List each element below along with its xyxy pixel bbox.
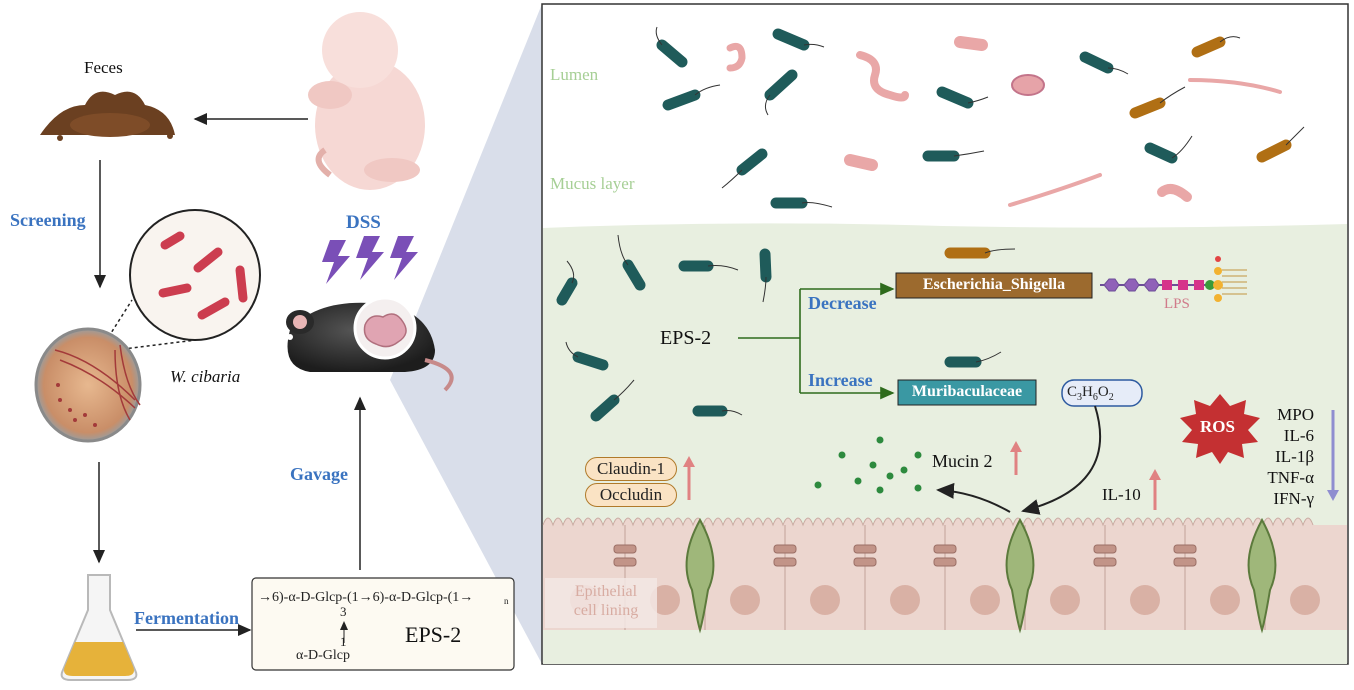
fetus-illustration [308, 12, 425, 190]
decrease-label: Decrease [808, 293, 877, 313]
lps-icon [1100, 256, 1247, 302]
mucin-label: Mucin 2 [932, 451, 993, 471]
epithelial-label-line2: cell lining [573, 602, 639, 619]
branch-unit: α-D-Glcp [296, 648, 350, 663]
il10-label: IL-10 [1102, 485, 1141, 504]
mucosal-bacteria [556, 248, 982, 422]
eps-label: EPS-2 [660, 327, 712, 349]
cytokine-tnfa: TNF-α [1267, 468, 1314, 487]
structure-subscript: n [504, 596, 509, 606]
epithelial-label-line1: Epithelial [574, 583, 638, 600]
branch-number-top: 3 [340, 604, 347, 619]
epithelial-label-bg [545, 578, 657, 628]
claudin-pill: Claudin-1 [585, 457, 677, 481]
mucus-label: Mucus layer [550, 174, 635, 193]
feces-illustration [40, 91, 175, 141]
gavage-label: Gavage [290, 464, 348, 484]
cytokine-il6: IL-6 [1283, 426, 1314, 445]
down-arrow [1327, 410, 1339, 501]
branch-number-bottom: 1 [340, 634, 347, 649]
dss-lightning [322, 236, 418, 284]
increase-label: Increase [808, 370, 873, 390]
feces-label: Feces [84, 58, 123, 77]
lps-label: LPS [1164, 296, 1190, 312]
muribaculaceae-label: Muribaculaceae [911, 383, 1023, 400]
dss-label: DSS [346, 212, 381, 233]
occludin-pill: Occludin [585, 483, 677, 507]
zoom-wedge [390, 4, 542, 664]
structure-box [251, 577, 515, 671]
flagella [655, 26, 1305, 208]
cytokine-mpo: MPO [1277, 405, 1314, 424]
mouse-illustration [286, 296, 454, 392]
tight-junctions [613, 544, 1197, 567]
lumen-label: Lumen [550, 65, 599, 84]
cytokine-list: MPO IL-6 IL-1β TNF-α IFN-γ [1262, 404, 1314, 509]
goblet-cells [685, 517, 1277, 634]
screening-label: Screening [10, 210, 86, 230]
propionate-box [1061, 379, 1143, 407]
cytokine-il1b: IL-1β [1275, 447, 1314, 466]
zoom-bacteria [158, 231, 248, 320]
structure-name: EPS-2 [405, 622, 462, 647]
ros-label: ROS [1200, 417, 1235, 436]
cytokine-ifng: IFN-γ [1273, 489, 1314, 508]
nuclei [570, 585, 1320, 615]
up-arrows [683, 441, 1161, 510]
muribaculaceae-box [897, 379, 1037, 406]
flask-illustration [60, 574, 138, 681]
strain-label: W. cibaria [170, 367, 241, 386]
escherichia-box [895, 272, 1093, 299]
escherichia-label: Escherichia_Shigella [922, 276, 1066, 293]
fermentation-label: Fermentation [134, 608, 239, 628]
propionate-label: C3H6O2 [1067, 384, 1114, 403]
microvilli [542, 517, 1314, 527]
epithelial-label: Epithelial cell lining [556, 582, 656, 620]
structure-line1: →6)-α-D-Glcp-(1→6)-α-D-Glcp-(1→ [258, 590, 474, 605]
ros-starburst [1180, 394, 1260, 464]
mucin-dots [814, 436, 922, 494]
petri-dish [34, 327, 142, 443]
lumen-bacteria [656, 28, 1292, 209]
regulation-arrows [738, 282, 895, 400]
